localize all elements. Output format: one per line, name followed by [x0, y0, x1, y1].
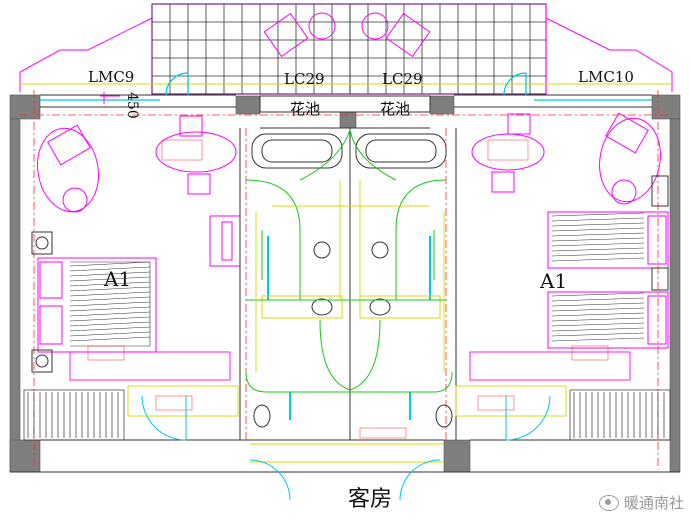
dimension-label-450: 450 [124, 92, 140, 119]
windows [40, 72, 652, 101]
window-label-lc29-right: LC29 [382, 70, 423, 88]
window-label-lmc10: LMC10 [578, 68, 634, 86]
planter-label-left: 花池 [290, 100, 320, 118]
watermark: 暖通南社 [598, 492, 684, 513]
walls [9, 94, 681, 473]
eye-icon [598, 494, 619, 511]
ceiling-frames [69, 180, 631, 417]
room-tag-right: A1 [539, 269, 567, 293]
door-swings [141, 395, 551, 501]
balcony-furniture [263, 4, 431, 94]
wardrobes [23, 389, 671, 441]
dimension-marker [100, 92, 120, 104]
left-bed-hatch [69, 261, 151, 342]
balcony-outline [19, 17, 673, 92]
planter-label-right: 花池 [380, 100, 410, 118]
balcony-tile-grid [151, 3, 547, 95]
caption-text: 客房 [348, 487, 392, 512]
watermark-text: 暖通南社 [623, 494, 684, 512]
bathroom-core [239, 128, 457, 440]
annotations [87, 139, 609, 439]
window-label-lc29-left: LC29 [284, 70, 325, 88]
window-label-lmc9: LMC9 [88, 68, 134, 86]
ceiling-lines [245, 129, 453, 463]
right-bed-hatch [551, 212, 645, 342]
left-bedroom-furniture [31, 115, 241, 373]
room-tag-left: A1 [103, 267, 131, 291]
